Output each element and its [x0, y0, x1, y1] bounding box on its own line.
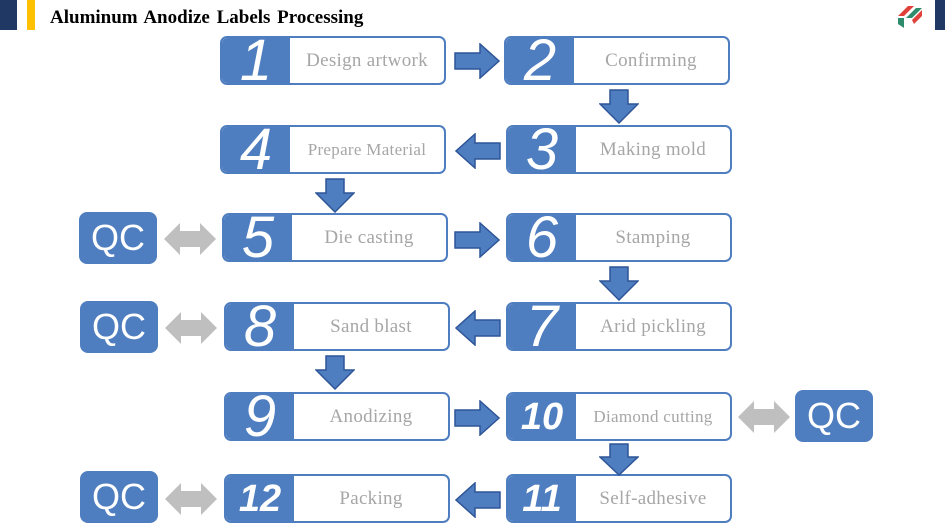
step-number: 12 [226, 476, 294, 521]
step-7: 7 Arid pickling [506, 302, 732, 351]
step-label: Confirming [605, 49, 697, 71]
qc-badge-step-10: QC [795, 390, 873, 442]
step-number: 5 [224, 215, 292, 260]
step-number: 7 [508, 304, 576, 349]
step-label: Design artwork [306, 49, 428, 71]
step-number: 2 [506, 38, 574, 83]
step-6: 6 Stamping [506, 213, 732, 262]
page-title: Aluminum Anodize Labels Processing [50, 7, 364, 28]
step-label: Arid pickling [600, 315, 706, 337]
arrow-right-icon [454, 43, 500, 79]
step-label: Packing [339, 487, 403, 509]
step-number: 4 [222, 127, 290, 172]
step-12: 12 Packing [224, 474, 450, 523]
step-label: Sand blast [330, 315, 412, 337]
arrow-right-icon [454, 400, 500, 436]
step-label: Prepare Material [307, 139, 427, 159]
step-9: 9 Anodizing [224, 392, 450, 441]
step-number: 1 [222, 38, 290, 83]
step-number: 6 [508, 215, 576, 260]
arrow-down-icon [315, 178, 355, 213]
arrow-down-icon [599, 266, 639, 301]
arrow-left-icon [455, 133, 501, 169]
double-arrow-icon [165, 312, 217, 344]
step-10: 10 Diamond cutting [506, 392, 732, 441]
header-accent-navy [0, 0, 17, 30]
header-accent-yellow [27, 0, 35, 30]
step-11: 11 Self-adhesive [506, 474, 732, 523]
step-label: Die casting [324, 226, 414, 248]
step-3: 3 Making mold [506, 125, 732, 174]
step-4: 4 Prepare Material [220, 125, 446, 174]
step-label: Self-adhesive [599, 487, 707, 509]
step-8: 8 Sand blast [224, 302, 450, 351]
arrow-right-icon [454, 222, 500, 258]
step-5: 5 Die casting [222, 213, 448, 262]
step-label: Anodizing [329, 405, 413, 427]
qc-badge-step-5: QC [79, 212, 157, 264]
brand-logo-icon [898, 6, 922, 28]
step-number: 11 [508, 476, 576, 521]
arrow-left-icon [455, 482, 501, 518]
step-1: 1 Design artwork [220, 36, 446, 85]
arrow-down-icon [599, 89, 639, 124]
step-number: 10 [508, 394, 576, 439]
step-number: 8 [226, 304, 294, 349]
step-number: 3 [508, 127, 576, 172]
step-label: Diamond cutting [593, 406, 713, 426]
double-arrow-icon [164, 223, 216, 255]
arrow-down-icon [315, 355, 355, 390]
step-number: 9 [226, 394, 294, 439]
arrow-left-icon [455, 310, 501, 346]
step-label: Making mold [599, 138, 707, 160]
qc-badge-step-12: QC [80, 471, 158, 523]
double-arrow-icon [738, 401, 790, 433]
arrow-down-icon [599, 443, 639, 476]
step-label: Stamping [615, 226, 691, 248]
double-arrow-icon [165, 483, 217, 515]
qc-badge-step-8: QC [80, 301, 158, 353]
step-2: 2 Confirming [504, 36, 730, 85]
header-accent-navy-right [935, 0, 945, 30]
